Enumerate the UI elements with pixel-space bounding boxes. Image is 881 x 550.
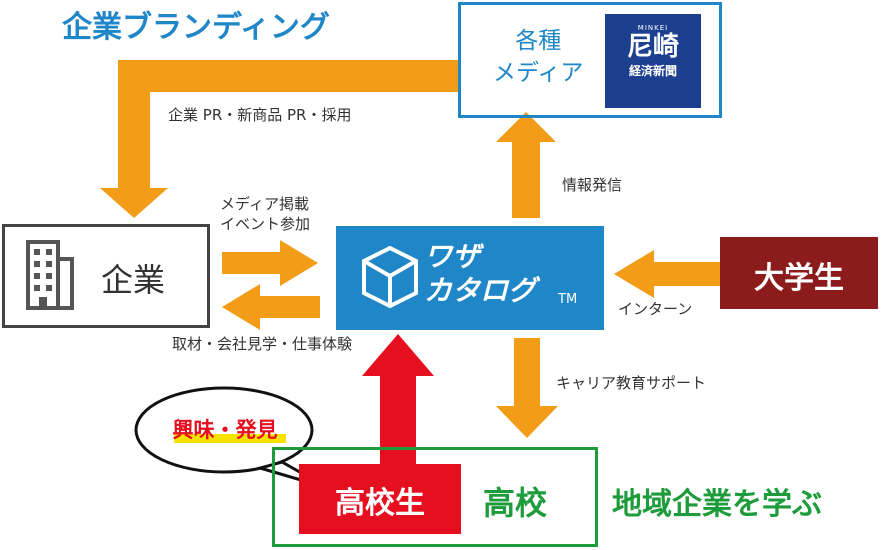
internship-label: インターン [618, 300, 693, 318]
school-label: 高校 [483, 484, 548, 522]
logo-top-text: MINKEI [637, 24, 669, 32]
trademark: TM [558, 292, 578, 307]
logo-main-text: 尼崎 [626, 32, 679, 62]
logo-line2: カタログ [424, 274, 537, 307]
media-event-line1: メディア掲載 [220, 195, 309, 213]
media-title-line2: メディア [493, 60, 584, 86]
amagasaki-keizai-logo: MINKEI 尼崎 経済新聞 [605, 14, 701, 108]
media-event-line2: イベント参加 [220, 215, 311, 233]
university-box: 大学生 [720, 237, 878, 309]
logo-line1: ワザ [424, 240, 481, 273]
bubble-text: 興味・発見 [172, 418, 278, 442]
university-label: 大学生 [754, 261, 844, 296]
branding-heading: 企業ブランディング [62, 10, 330, 45]
waza-catalog-cube-icon [362, 246, 418, 309]
interview-label: 取材・会社見学・仕事体験 [172, 335, 353, 353]
media-box: 各種 メディア MINKEI 尼崎 経済新聞 [458, 2, 722, 118]
company-label: 企業 [101, 261, 166, 299]
media-title-line1: 各種 [515, 28, 562, 54]
learn-local-heading: 地域企業を学ぶ [612, 487, 822, 522]
building-icon [26, 240, 74, 310]
info-label: 情報発信 [562, 176, 623, 194]
school-box: 高校生 高校 [272, 447, 598, 547]
logo-sub-text: 経済新聞 [628, 64, 677, 78]
pr-label: 企業 PR・新商品 PR・採用 [168, 106, 352, 124]
media-event-label: メディア掲載 イベント参加 [220, 194, 310, 234]
company-box: 企業 [2, 224, 210, 328]
student-label: 高校生 [335, 486, 425, 521]
waza-catalog-box: ワザ カタログ TM [336, 226, 604, 330]
high-school-student-box: 高校生 [299, 464, 461, 534]
career-label: キャリア教育サポート [556, 374, 707, 392]
